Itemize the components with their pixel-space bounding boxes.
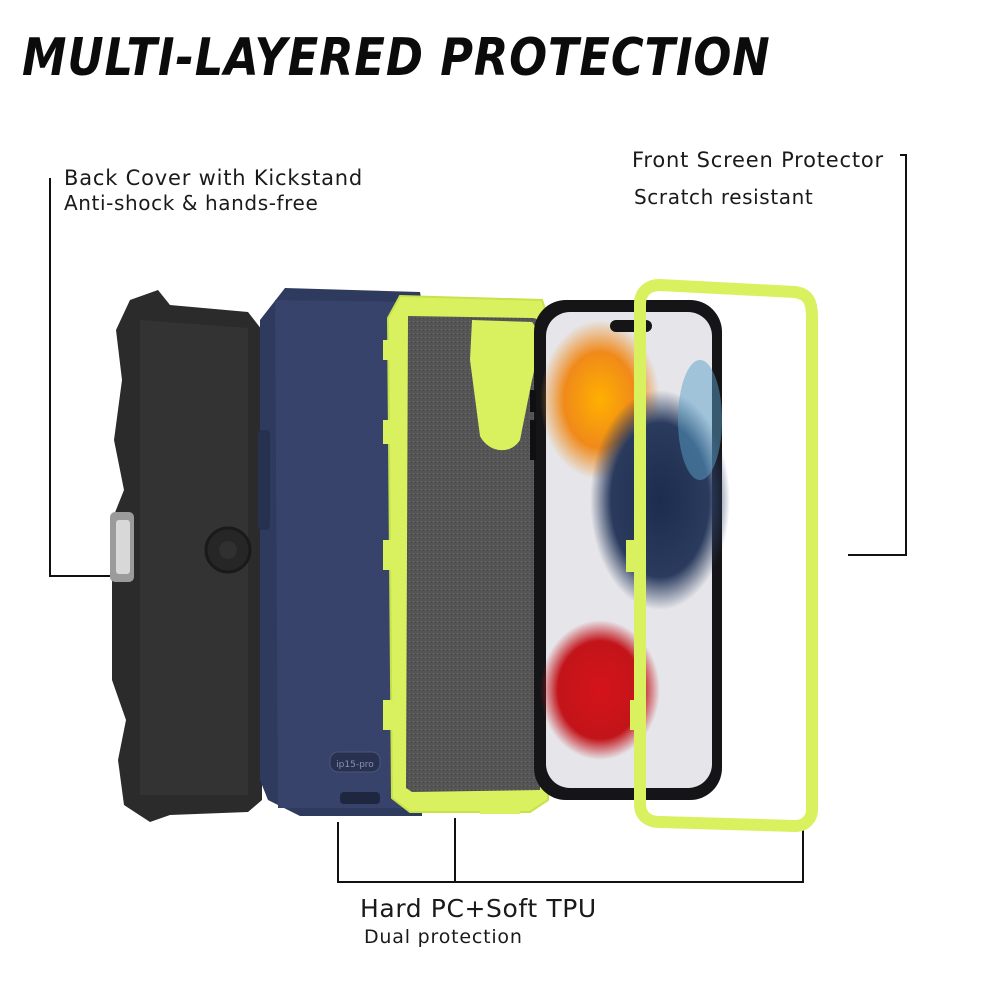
holster-clip (110, 290, 262, 822)
back-cover-callout-line (49, 178, 114, 577)
front-protector-subtitle: Scratch resistant (634, 185, 814, 209)
case-imprint: ip15-pro (336, 760, 374, 770)
back-cover-subtitle: Anti-shock & hands-free (64, 191, 319, 215)
tpu-sleeve (383, 294, 549, 814)
layers-callout-line (337, 818, 804, 883)
front-protector-title: Front Screen Protector (632, 148, 884, 172)
screen-protector-frame (626, 278, 818, 833)
front-protector-callout-line (848, 154, 907, 556)
headline: MULTI-LAYERED PROTECTION (22, 28, 771, 88)
callout-lines (49, 154, 907, 883)
layers-subtitle: Dual protection (364, 926, 523, 948)
layers-title: Hard PC+Soft TPU (360, 894, 597, 923)
back-cover-title: Back Cover with Kickstand (64, 166, 364, 190)
